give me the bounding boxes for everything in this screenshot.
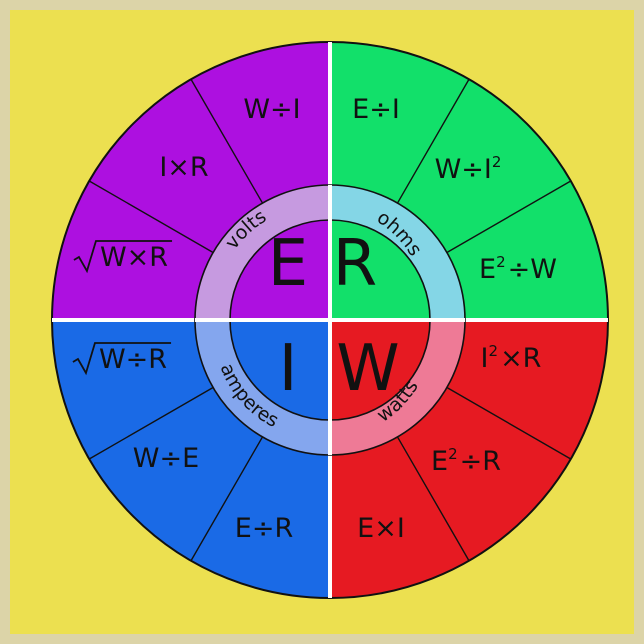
formula-divider bbox=[446, 180, 572, 254]
formula-divider bbox=[396, 78, 470, 204]
formula-volts-2: I×R bbox=[159, 152, 208, 183]
formula-base: E bbox=[479, 254, 496, 285]
formula-divider bbox=[396, 436, 470, 562]
formula-divider bbox=[88, 180, 214, 254]
formula-base: E bbox=[431, 446, 448, 477]
formula-base: W÷I bbox=[435, 154, 492, 185]
sector-volts bbox=[52, 42, 330, 320]
sector-watts bbox=[330, 320, 608, 598]
center-letter-amperes: I bbox=[279, 332, 298, 406]
ring-segment-amperes bbox=[195, 320, 330, 455]
formula-base: W×R bbox=[100, 242, 168, 273]
formula-exponent: 2 bbox=[448, 445, 458, 463]
formula-ohms-3: E2÷W bbox=[479, 253, 557, 285]
center-letter-watts: W bbox=[336, 332, 399, 406]
formula-watts-2: E2÷R bbox=[431, 445, 501, 477]
formula-ohms-2: W÷I2 bbox=[435, 153, 502, 185]
formula-divider bbox=[190, 436, 264, 562]
formula-base: W÷R bbox=[99, 344, 167, 375]
formula-exponent: 2 bbox=[492, 153, 502, 171]
center-letter-volts: E bbox=[268, 227, 308, 301]
formula-base: W÷E bbox=[133, 443, 199, 474]
ring-segment-volts bbox=[195, 185, 330, 320]
formula-divider bbox=[446, 386, 572, 460]
formula-volts-1: W÷I bbox=[243, 94, 300, 125]
ring-segment-watts bbox=[330, 320, 465, 455]
formula-base: E÷I bbox=[352, 94, 400, 125]
formula-tail: ×R bbox=[500, 343, 541, 374]
square-root-symbol bbox=[73, 240, 173, 274]
formula-tail: ÷R bbox=[460, 446, 501, 477]
formula-base: I×R bbox=[159, 152, 208, 183]
ring-segment-ohms bbox=[330, 185, 465, 320]
formula-base: E÷R bbox=[235, 513, 293, 544]
formula-ohms-1: E÷I bbox=[352, 94, 400, 125]
formula-base: E×I bbox=[357, 513, 405, 544]
sector-amperes bbox=[52, 320, 330, 598]
formula-amperes-1: E÷R bbox=[235, 513, 293, 544]
formula-divider bbox=[88, 386, 214, 460]
formula-amperes-3: W÷R bbox=[99, 344, 167, 375]
square-root-symbol bbox=[72, 342, 172, 376]
formula-exponent: 2 bbox=[489, 342, 499, 360]
sector-ohms bbox=[330, 42, 608, 320]
formula-divider bbox=[190, 78, 264, 204]
formula-base: I bbox=[481, 343, 489, 374]
formula-base: W÷I bbox=[243, 94, 300, 125]
formula-watts-1: I2×R bbox=[481, 342, 542, 374]
center-letter-ohms: R bbox=[333, 227, 377, 301]
formula-amperes-2: W÷E bbox=[133, 443, 199, 474]
formula-tail: ÷W bbox=[508, 254, 557, 285]
formula-watts-3: E×I bbox=[357, 513, 405, 544]
formula-volts-3: W×R bbox=[100, 242, 168, 273]
formula-exponent: 2 bbox=[496, 253, 506, 271]
